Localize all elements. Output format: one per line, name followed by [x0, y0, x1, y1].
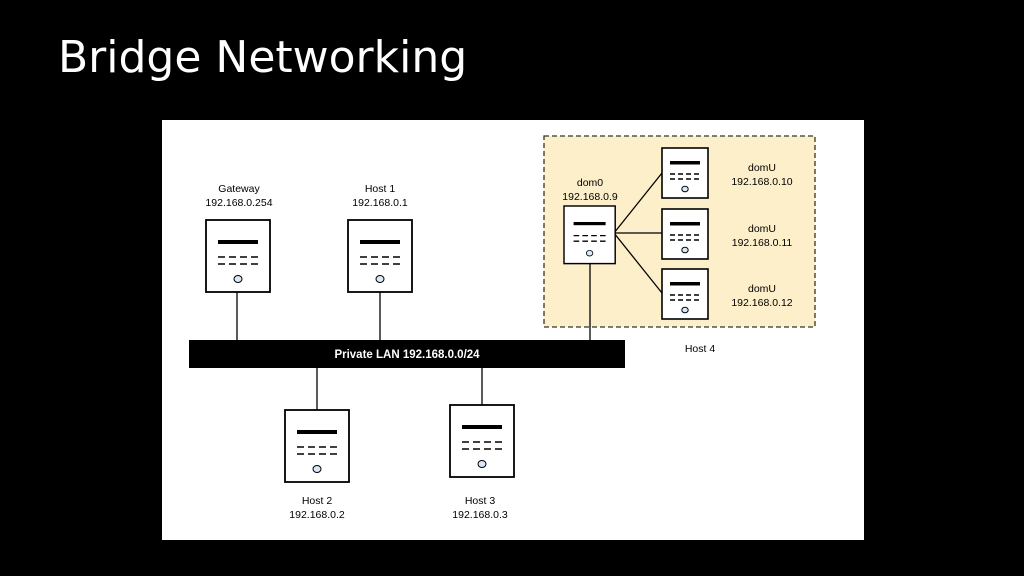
server-icon [661, 268, 709, 320]
server-icon [661, 147, 709, 199]
server-icon [661, 208, 709, 260]
dom0-ip: 192.168.0.9 [562, 191, 618, 203]
private-lan-bar [189, 340, 625, 368]
server-icon [563, 205, 616, 265]
gateway-ip: 192.168.0.254 [205, 197, 272, 209]
server-icon [449, 404, 515, 478]
private-lan-label: Private LAN 192.168.0.0/24 [334, 349, 480, 361]
host2-name: Host 2 [302, 495, 333, 507]
gateway-name: Gateway [218, 183, 260, 195]
network-diagram: Private LAN 192.168.0.0/24 Gateway 192.1… [162, 120, 864, 540]
domu1-ip: 192.168.0.10 [731, 176, 792, 188]
server-icon [205, 219, 271, 293]
server-icon [347, 219, 413, 293]
domu3-name: domU [748, 283, 776, 295]
slide-title: Bridge Networking [58, 32, 468, 83]
host3-ip: 192.168.0.3 [452, 509, 508, 521]
dom0-name: dom0 [577, 177, 603, 189]
host1-ip: 192.168.0.1 [352, 197, 408, 209]
connector-lines [236, 172, 663, 410]
domu2-ip: 192.168.0.11 [732, 237, 793, 249]
server-icon [284, 409, 350, 483]
host2-ip: 192.168.0.2 [289, 509, 345, 521]
host1-name: Host 1 [365, 183, 396, 195]
domu2-name: domU [748, 223, 776, 235]
domu1-name: domU [748, 162, 776, 174]
host4-label: Host 4 [685, 343, 716, 355]
host3-name: Host 3 [465, 495, 496, 507]
domu3-ip: 192.168.0.12 [731, 297, 792, 309]
